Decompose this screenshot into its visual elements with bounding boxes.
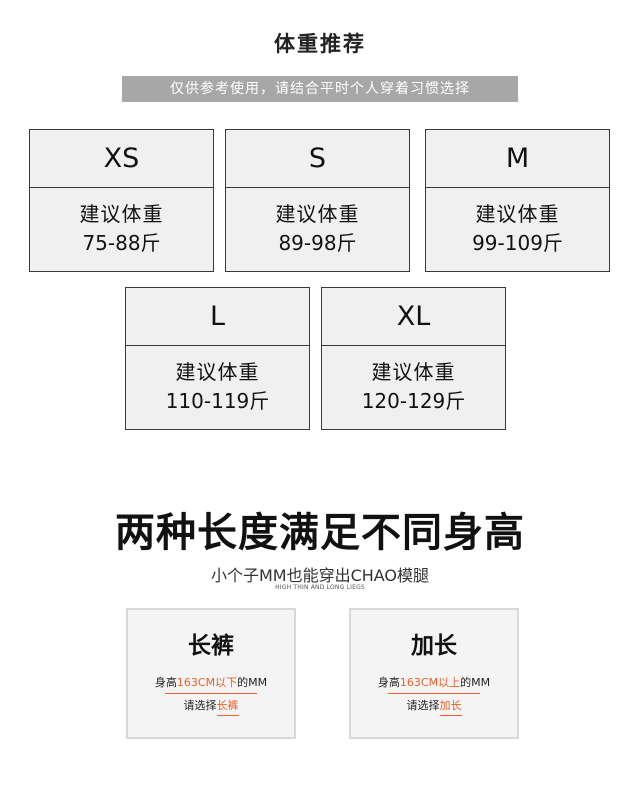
choose-highlight: 长裤 (216, 699, 239, 712)
recommend-weight-label: 建议体重 (275, 202, 360, 226)
desc-prefix: 身高 (377, 676, 400, 689)
recommend-weight-label: 建议体重 (475, 202, 560, 226)
accent-underline (439, 715, 462, 716)
weight-range: 75-88斤 (82, 231, 161, 255)
recommend-weight-label: 建议体重 (79, 202, 164, 226)
recommend-weight-label: 建议体重 (371, 360, 456, 384)
size-label: XS (30, 130, 213, 188)
size-card-m: M 建议体重 99-109斤 (425, 129, 610, 272)
length-option-extended: 加长 身高163CM以上的MM 请选择加长 (349, 608, 519, 739)
length-option-title: 加长 (411, 633, 457, 659)
length-option-description: 身高163CM以上的MM (351, 675, 517, 694)
desc-suffix: 的MM (237, 676, 268, 689)
weight-range: 99-109斤 (472, 231, 563, 255)
accent-underline (216, 715, 239, 716)
weight-range: 89-98斤 (278, 231, 357, 255)
length-option-description: 身高163CM以下的MM (128, 675, 294, 694)
size-label: L (126, 288, 309, 346)
length-section-caption: HIGH THIN AND LONG LIEGS (275, 584, 365, 591)
size-label: M (426, 130, 609, 188)
weight-section-title: 体重推荐 (274, 32, 366, 56)
length-section-heading: 两种长度满足不同身高 (115, 510, 525, 556)
size-card-xs: XS 建议体重 75-88斤 (29, 129, 214, 272)
accent-underline (388, 693, 480, 694)
desc-suffix: 的MM (460, 676, 491, 689)
weight-section-subtitle: 仅供参考使用，请结合平时个人穿着习惯选择 (122, 76, 518, 102)
accent-underline (165, 693, 257, 694)
weight-range: 110-119斤 (165, 389, 270, 413)
choose-highlight: 加长 (439, 699, 462, 712)
length-option-choose: 请选择加长 (351, 698, 517, 716)
length-option-title: 长裤 (188, 633, 234, 659)
choose-prefix: 请选择 (406, 699, 440, 712)
size-card-s: S 建议体重 89-98斤 (225, 129, 410, 272)
recommend-weight-label: 建议体重 (175, 360, 260, 384)
height-highlight: 163CM以下 (176, 676, 238, 689)
size-card-l: L 建议体重 110-119斤 (125, 287, 310, 430)
length-option-choose: 请选择长裤 (128, 698, 294, 716)
weight-range: 120-129斤 (361, 389, 466, 413)
length-section-subheading: 小个子MM也能穿出CHAO模腿 (210, 566, 430, 585)
height-highlight: 163CM以上 (399, 676, 461, 689)
length-option-regular: 长裤 身高163CM以下的MM 请选择长裤 (126, 608, 296, 739)
choose-prefix: 请选择 (183, 699, 217, 712)
size-label: XL (322, 288, 505, 346)
size-label: S (226, 130, 409, 188)
desc-prefix: 身高 (154, 676, 177, 689)
size-card-xl: XL 建议体重 120-129斤 (321, 287, 506, 430)
